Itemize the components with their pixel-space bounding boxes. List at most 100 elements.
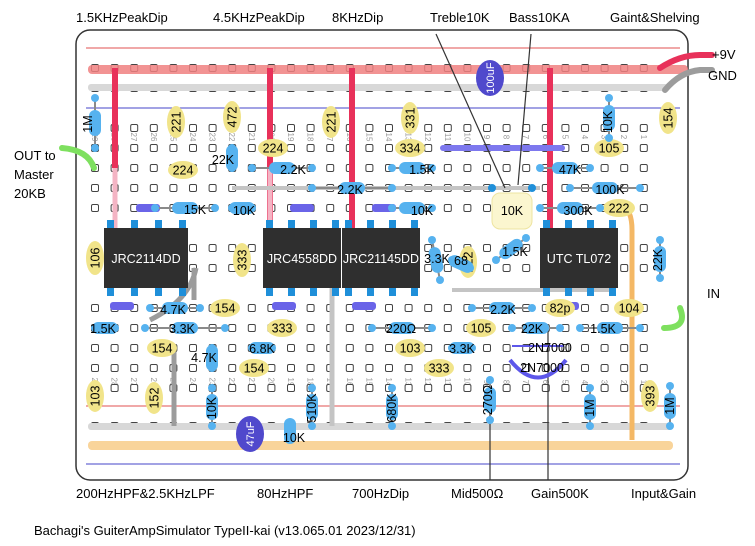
row-number: 14 [384,133,393,142]
row-number: 18 [306,378,315,387]
res-1.5k-b: 1.5K [492,234,530,264]
top-label-treble: Treble10K [430,10,490,25]
res-2.2k-a: 2.2K [248,162,316,177]
row-number: 22 [227,133,236,142]
row-number: 26 [149,133,158,142]
bottom-bias-wire [88,441,673,450]
row-number: 1 [639,380,648,385]
row-number: 11 [443,133,452,142]
row-number: 13 [404,378,413,387]
output-wire [59,145,97,171]
cap-104-label: 104 [619,302,640,316]
trimmer-label: 10K [501,204,524,218]
top-label-1.5khz: 1.5KHzPeakDip [76,10,168,25]
row-number: 1 [639,135,648,140]
caption: Bachagi's GuiterAmpSimulator TypeII-kai … [34,523,416,538]
row-number: 9 [482,380,491,385]
res-10k-d-label: 10K [205,396,219,419]
res-1.5k-b-label: 1.5K [502,245,528,259]
cap-224-a-label: 224 [263,142,284,156]
transistor-label-b: 2N7000 [520,361,564,375]
cap-331-label: 331 [404,108,418,129]
row-number: 2 [619,380,628,385]
elec-100uf: 100uF [476,60,504,96]
cap-221-b: 221 [322,106,340,138]
row-number: 10 [462,378,471,387]
cap-106: 106 [86,241,104,275]
res-1.5k-a-label: 1.5K [409,163,435,177]
out-label-line1: OUT to [14,148,56,163]
gnd-lead [662,67,715,93]
cap-154-a: 154 [659,102,677,134]
chip-jrc2114dd: JRC2114DD [104,220,188,296]
res-1m-c: 1M [663,382,677,430]
res-300k-label: 300K [563,204,593,218]
res-3.3k-c: 3.3K [448,342,476,356]
res-2.2k-a-label: 2.2K [280,163,306,177]
elec-47uf-label: 47uF [245,421,257,446]
pot-lead-treble [435,33,506,189]
row-number: 20 [266,378,275,387]
res-3.3k-a-label: 3.3K [424,252,450,266]
transistor-label-a: 2N7000 [528,341,572,355]
out-label-line3: 20KB [14,186,46,201]
res-680k: 680K [385,384,399,430]
cap-103-b: 103 [86,380,104,412]
cap-152-label: 152 [148,388,162,409]
bottom-label-input-gain: Input&Gain [631,486,697,501]
elec-100uf-label: 100uF [485,62,497,93]
cap-334: 334 [395,139,425,157]
row-number: 5 [560,380,569,385]
cap-333-a-label: 333 [236,250,250,271]
res-22k-a: 22K [212,144,238,172]
vcc-lead [657,52,715,71]
row-number: 3 [600,380,609,385]
res-10k-c-label: 10K [601,110,615,133]
row-number: 22 [227,378,236,387]
res-47k-label: 47K [559,163,582,177]
row-number: 25 [168,133,177,142]
input-wire [661,305,685,331]
res-22k-b-label: 22K [651,248,665,271]
row-number: 11 [443,378,452,387]
blue-jumper-f [352,302,376,310]
row-number: 23 [208,133,217,142]
res-1m-c-label: 1M [663,397,677,414]
res-1m-a-label: 1M [81,115,95,132]
res-270: 270Ω [481,376,496,424]
res-22k-a-label: 22K [212,153,235,167]
cap-472-label: 472 [226,107,240,128]
blue-jumper-b [290,204,314,212]
cap-154-c: 154 [147,339,177,357]
res-10k-e-label: 10K [283,431,306,445]
vcc-rail-wire [88,65,688,74]
cap-224-b-label: 224 [173,164,194,178]
res-6.8k: 6.8K [248,342,276,356]
row-number: 3 [600,135,609,140]
cap-224-a: 224 [258,139,288,157]
blue-jumper-e [272,302,296,310]
res-680k-label: 680K [385,393,399,423]
res-510k: 510K [305,384,319,430]
res-4.7k-a-label: 4.7K [160,303,186,317]
res-100k-label: 100K [595,183,625,197]
bottom-label-200hz: 200HzHPF&2.5KHzLPF [76,486,215,501]
cap-333-b: 333 [267,319,297,337]
row-number: 10 [462,133,471,142]
cap-154-c-label: 154 [152,342,173,356]
cap-472: 472 [223,101,241,133]
chip-label-2: JRC4558DD [267,252,337,266]
row-number: 5 [560,135,569,140]
res-3.3k-a: 3.3K [424,236,451,284]
row-number: 4 [580,135,589,140]
row-number: 16 [345,378,354,387]
bottom-gnd-wire [88,423,673,430]
row-number: 6 [541,380,550,385]
cap-333-a: 333 [233,243,251,277]
res-4.7k-b-label: 4.7K [191,351,217,365]
cap-333-c: 333 [424,359,454,377]
row-number: 4 [580,380,589,385]
res-22k-b: 22K [651,236,666,282]
cap-222-a: 222 [603,199,635,217]
res-68: 68 [448,254,474,273]
